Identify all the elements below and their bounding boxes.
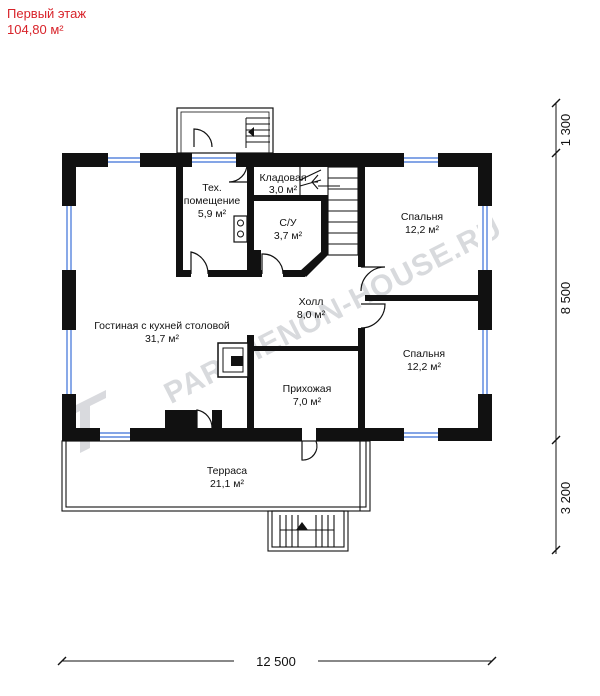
staircase [299, 166, 359, 256]
terrace-name: Терраса [207, 465, 247, 477]
living-name: Гостиная с кухней столовой [94, 320, 230, 332]
wc-area: 3,7 м² [274, 230, 303, 242]
pantry-area: 3,0 м² [269, 184, 298, 196]
floor-area: 104,80 м² [7, 22, 64, 37]
bedroom-top-name: Спальня [401, 211, 443, 223]
bedroom-top-area: 12,2 м² [405, 224, 440, 236]
watermark-logo-icon [62, 390, 106, 453]
dimension-middle: 8 500 [558, 282, 573, 315]
entry-area: 7,0 м² [293, 396, 322, 408]
entry-name: Прихожая [283, 383, 332, 395]
north-porch [176, 107, 274, 154]
interior-walls [165, 167, 478, 428]
room-labels: Тех. помещение 5,9 м² Кладовая 3,0 м² С/… [94, 172, 445, 490]
bedroom-bottom-area: 12,2 м² [407, 361, 442, 373]
wc-name: С/У [279, 217, 297, 229]
floor-title: Первый этаж [7, 6, 87, 21]
tech-room-name-1: Тех. [202, 182, 222, 194]
terrace [61, 440, 371, 552]
boiler [233, 215, 248, 243]
living-area: 31,7 м² [145, 333, 180, 345]
hall-name: Холл [299, 296, 324, 308]
bedroom-bottom-name: Спальня [403, 348, 445, 360]
tech-room-name-2: помещение [184, 195, 241, 207]
windows [62, 153, 492, 441]
dimension-bottom: 3 200 [558, 482, 573, 515]
tech-room-area: 5,9 м² [198, 208, 227, 220]
dimension-width: 12 500 [256, 654, 296, 669]
vertical-dimension: 1 300 8 500 3 200 [551, 98, 573, 555]
horizontal-dimension: 12 500 [57, 652, 497, 670]
terrace-entry-arrow-icon [296, 522, 308, 530]
doors [190, 128, 386, 461]
pantry-name: Кладовая [259, 172, 306, 184]
hall-area: 8,0 м² [297, 309, 326, 321]
dimension-top: 1 300 [558, 114, 573, 147]
watermark-text: PARTHENON-HOUSE.RU [159, 211, 507, 410]
fireplace [217, 342, 249, 378]
watermark: PARTHENON-HOUSE.RU [62, 211, 507, 453]
terrace-area: 21,1 м² [210, 478, 245, 490]
